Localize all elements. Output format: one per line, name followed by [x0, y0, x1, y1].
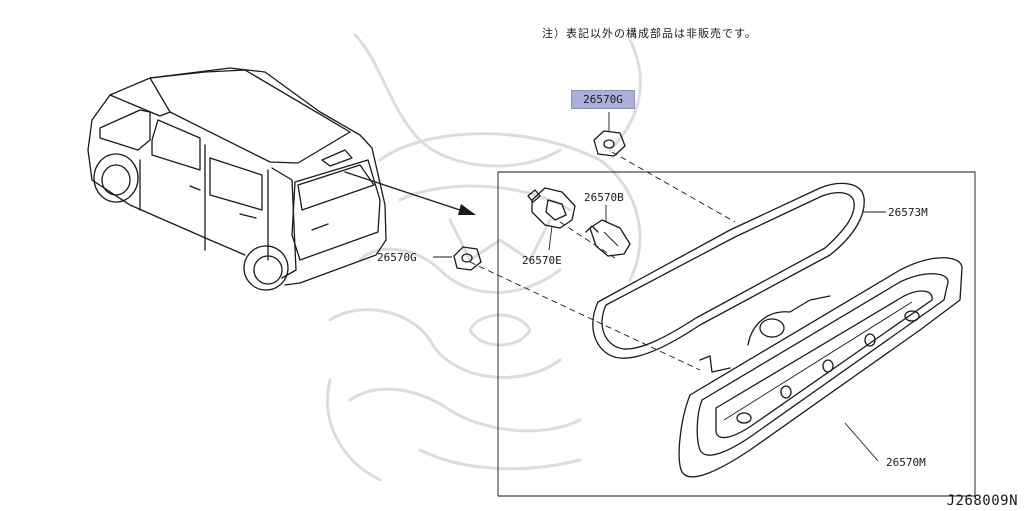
detail-frame	[497, 171, 976, 497]
socket-icon	[527, 187, 576, 251]
part-label-26570b[interactable]: 26570B	[584, 191, 624, 204]
part-label-26570m[interactable]: 26570M	[886, 456, 926, 469]
grommet-icon	[433, 246, 482, 271]
car-icon	[87, 67, 387, 291]
part-label-26570g-left[interactable]: 26570G	[377, 251, 417, 264]
diagram-id: J268009N	[946, 493, 1018, 509]
bulb-icon	[585, 205, 631, 257]
part-label-26570e[interactable]: 26570E	[522, 254, 562, 267]
direction-arrow	[344, 171, 476, 215]
grommet-icon	[593, 112, 626, 157]
part-label-26573m[interactable]: 26573M	[888, 206, 928, 219]
sales-note: 注）表記以外の構成部品は非販売です。	[542, 27, 757, 40]
part-label-26570g-top[interactable]: 26570G	[571, 90, 635, 109]
assembly-leaders	[469, 151, 736, 371]
gasket-icon	[592, 182, 886, 359]
lamp-housing-icon	[678, 257, 963, 478]
